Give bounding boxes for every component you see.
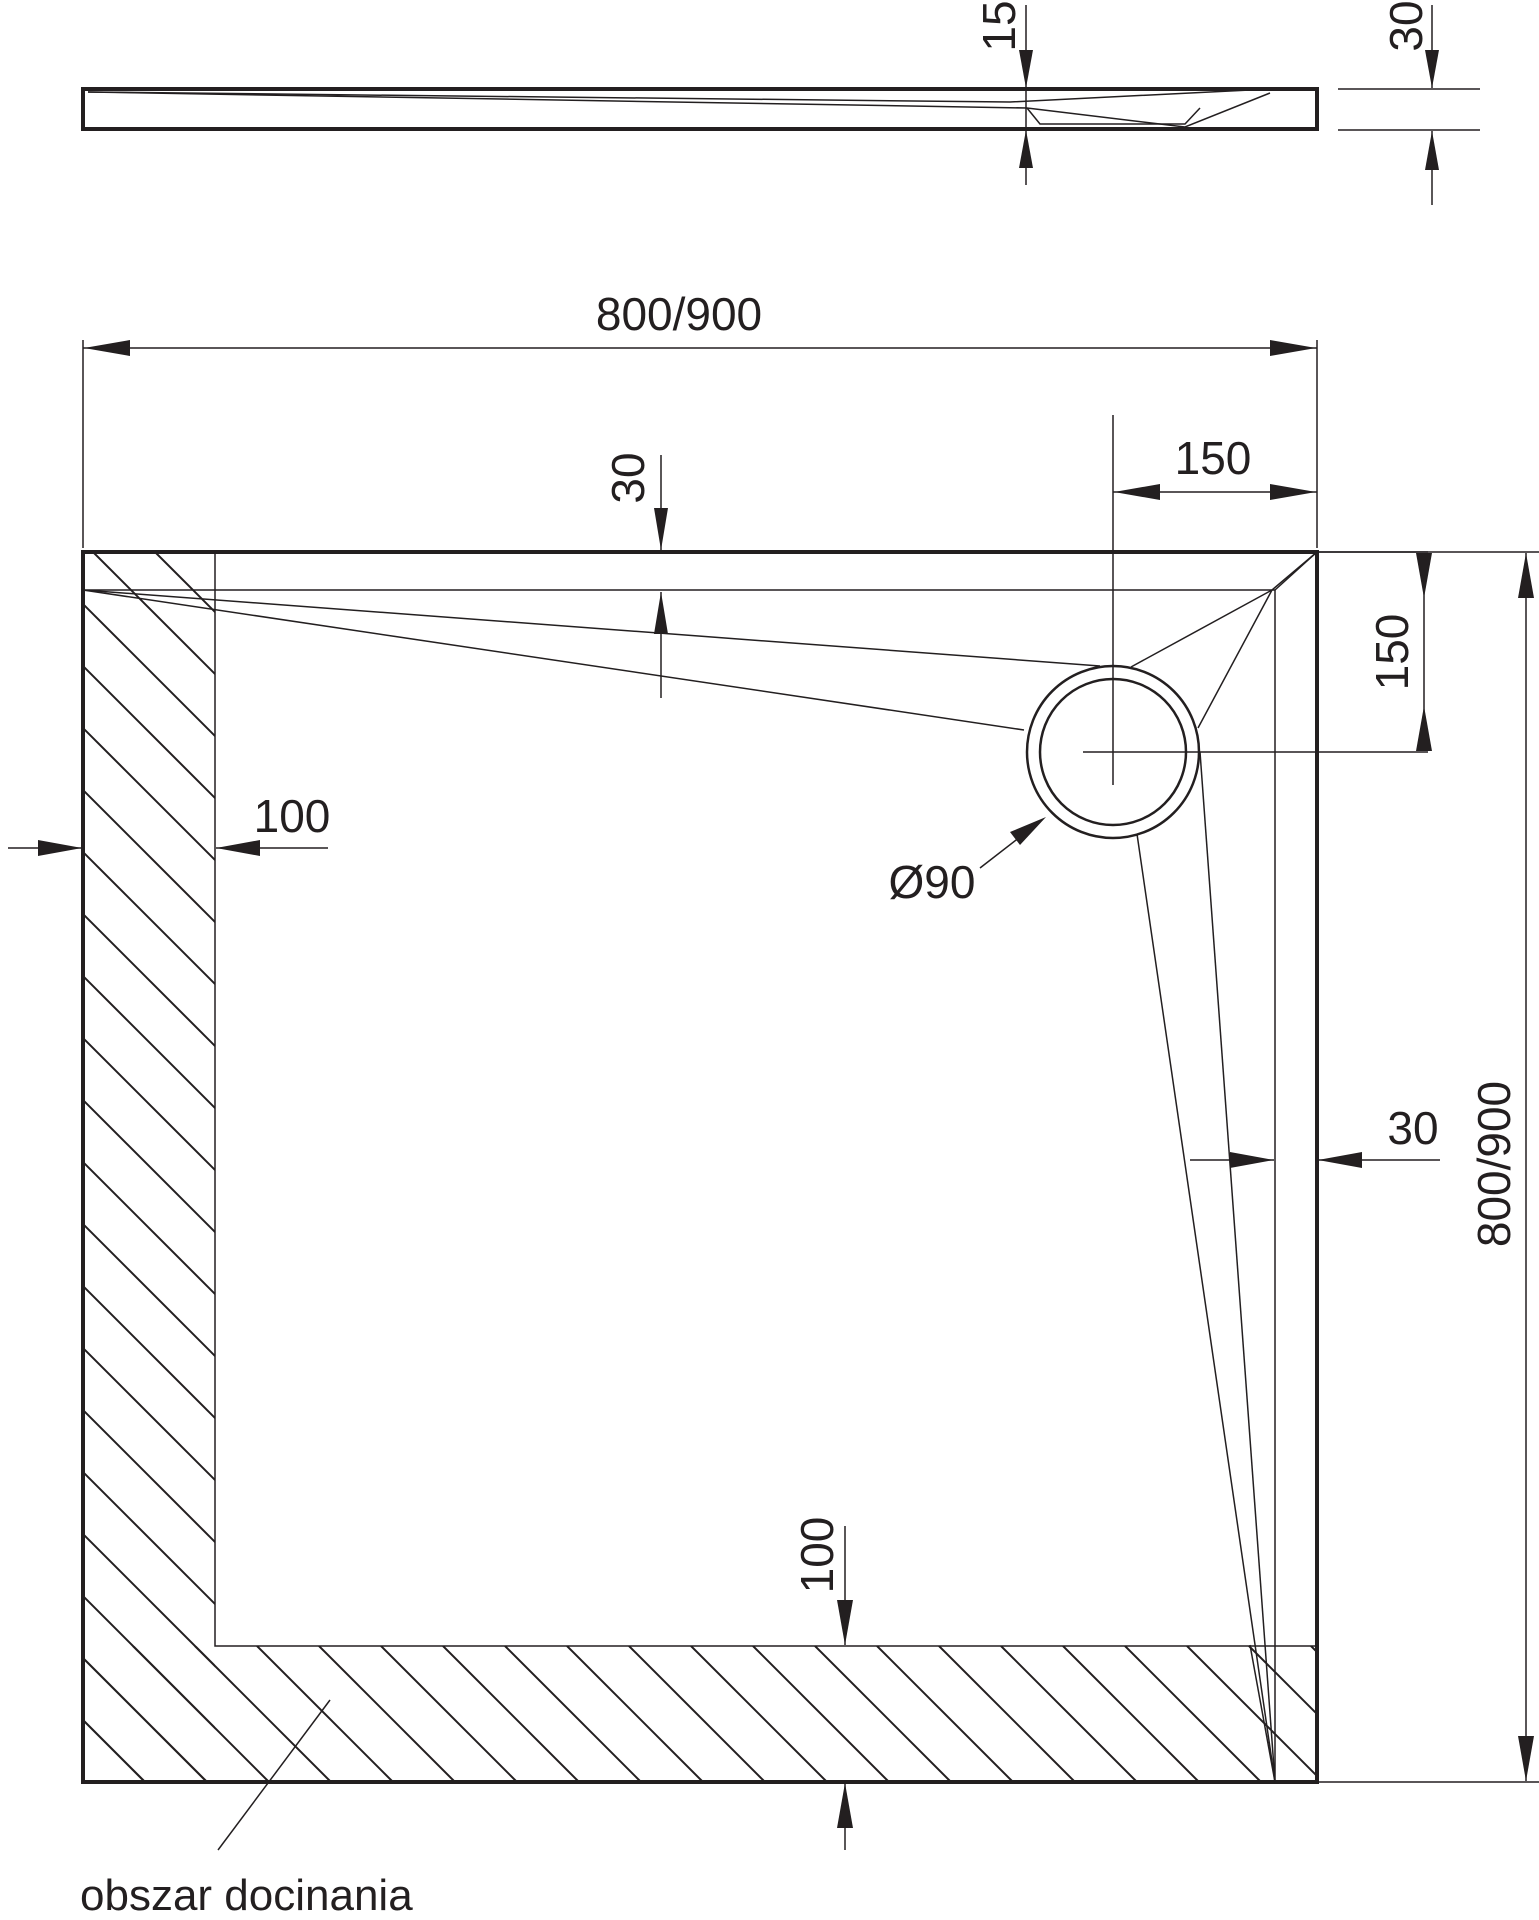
hatch-line: [1000, 1646, 1138, 1782]
side-slope-line: [87, 91, 1271, 128]
dim-right-rim-text: 30: [1387, 1102, 1438, 1154]
usable-area-outline: [214, 552, 1317, 1647]
hatch-line: [1310, 1646, 1317, 1654]
hatch-line: [83, 1594, 215, 1730]
side-view: 15 30: [81, 0, 1480, 205]
dim-drain-x: 150: [1113, 432, 1317, 500]
hatch-line: [752, 1646, 890, 1782]
dim-length-text: 800/900: [1468, 1081, 1520, 1247]
hatch-line: [589, 552, 1539, 1782]
hatch-line: [83, 1408, 215, 1544]
dim-total-height-text: 30: [1380, 0, 1432, 51]
hatch-line: [83, 1036, 215, 1172]
hatch-line: [380, 1646, 518, 1782]
hatch-line: [899, 552, 1539, 1782]
hatch-line: [83, 1346, 215, 1482]
hatch-line: [938, 1646, 1076, 1782]
hatch-line: [83, 1160, 215, 1296]
dim-trim-bottom-text: 100: [791, 1517, 843, 1594]
hatch-line: [1023, 552, 1539, 1782]
dim-drain-x-text: 150: [1175, 432, 1252, 484]
hatch-line: [83, 1222, 215, 1358]
hatch-line: [651, 552, 1539, 1782]
hatch-line: [837, 552, 1539, 1782]
dim-drain-diameter-text: Ø90: [889, 856, 976, 908]
dim-trim-bottom: 100: [791, 1517, 853, 1850]
side-slope-upper: [87, 89, 1251, 103]
hatch-line: [83, 1532, 215, 1668]
tray-outline: [81, 550, 1319, 1784]
dim-drain-diameter: Ø90: [889, 817, 1046, 908]
hatch-line: [318, 1646, 456, 1782]
hatch-line: [1062, 1646, 1200, 1782]
dim-rim-height-text: 15: [973, 0, 1025, 51]
hatch-line: [83, 1780, 84, 1782]
dim-rim-height: 15: [973, 0, 1033, 185]
hatch-line: [83, 974, 215, 1110]
dim-drain-y: 150: [1317, 551, 1432, 751]
hatch-line: [403, 552, 1539, 1782]
hatch-line: [132, 1646, 270, 1782]
dim-total-height: 30: [1338, 0, 1480, 205]
side-drain-recess: [1026, 107, 1201, 125]
hatch-line: [527, 552, 1539, 1782]
hatch-line: [83, 1718, 146, 1782]
hatch-line: [876, 1646, 1014, 1782]
hatch-line: [83, 912, 215, 1048]
hatch-line: [566, 1646, 704, 1782]
dim-width: 800/900: [82, 288, 1318, 548]
hatch-line: [92, 552, 215, 676]
hatch-line: [83, 1718, 146, 1782]
top-view: 800/900: [8, 288, 1539, 1920]
trim-area-callout: obszar docinania: [80, 1699, 413, 1920]
hatch-line: [1373, 1646, 1509, 1782]
hatch-line: [154, 552, 215, 614]
hatch-line: [83, 726, 215, 862]
dim-width-text: 800/900: [596, 288, 762, 340]
hatch-line: [83, 1656, 208, 1782]
dim-length: 800/900: [1317, 551, 1539, 1783]
hatch-line: [194, 1646, 332, 1782]
dim-top-rim: 30: [602, 452, 668, 698]
hatch-line: [504, 1646, 642, 1782]
hatch-line: [83, 1098, 215, 1234]
trim-area-label: obszar docinania: [80, 1871, 413, 1920]
hatch-line: [814, 1646, 952, 1782]
dim-top-rim-text: 30: [602, 452, 654, 503]
inner-rim: [83, 589, 1276, 1782]
hatch-line: [465, 552, 1539, 1782]
hatch-line: [961, 552, 1539, 1782]
drain: [1025, 415, 1428, 840]
dim-drain-y-text: 150: [1366, 614, 1418, 691]
hatch-line: [83, 1656, 208, 1782]
hatch-line: [83, 850, 215, 986]
hatch-line: [442, 1646, 580, 1782]
trim-area-hatching: [83, 552, 1539, 1782]
side-profile: [81, 87, 1319, 131]
hatch-line: [217, 552, 1447, 1782]
dim-right-rim: 30: [1190, 1102, 1440, 1168]
dim-trim-left: 100: [8, 790, 330, 856]
hatch-line: [83, 1780, 84, 1782]
hatch-line: [256, 1646, 394, 1782]
hatch-line: [1248, 1646, 1317, 1716]
hatch-line: [83, 664, 215, 800]
slope-lines: [82, 551, 1318, 1783]
hatch-line: [83, 1470, 215, 1606]
hatch-line: [713, 552, 1539, 1782]
hatch-line: [1124, 1646, 1262, 1782]
hatch-line: [1186, 1646, 1317, 1778]
hatch-line: [83, 788, 215, 924]
dim-trim-left-text: 100: [254, 790, 331, 842]
hatch-line: [628, 1646, 766, 1782]
hatch-line: [279, 552, 1509, 1782]
hatch-line: [690, 1646, 828, 1782]
